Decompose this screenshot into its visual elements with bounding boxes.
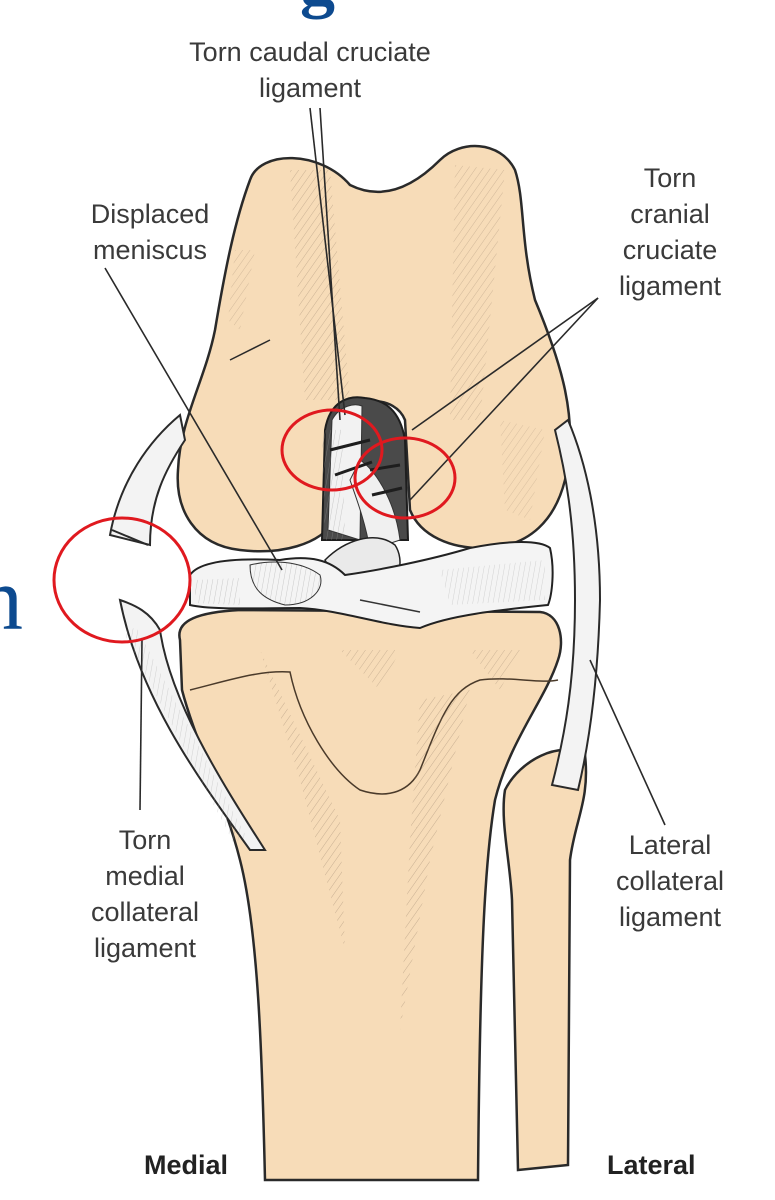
label-line: medial (105, 861, 185, 891)
torn-medial-collateral-ligament (108, 413, 267, 851)
label-torn-caudal-cruciate-ligament: Torn caudal cruciate ligament (160, 34, 460, 106)
label-line: meniscus (92, 235, 208, 265)
cropped-heading-glyph-left: n (0, 550, 23, 649)
pointer-lines (104, 107, 666, 826)
highlight-medial-collateral (52, 516, 192, 644)
label-line: ligament (93, 933, 197, 963)
label-line: Displaced (90, 199, 210, 229)
label-line: ligament (258, 73, 362, 103)
label-line: Lateral (628, 830, 712, 860)
label-line: cranial (630, 199, 710, 229)
label-line: collateral (615, 866, 725, 896)
label-line: cruciate (622, 235, 718, 265)
label-line: Torn (118, 825, 172, 855)
menisci (189, 541, 554, 630)
label-displaced-meniscus: Displaced meniscus (70, 196, 230, 268)
lateral-collateral-ligament (550, 418, 602, 792)
label-line: ligament (618, 271, 722, 301)
cropped-heading-glyph-top: g (300, 0, 335, 22)
highlight-cranial-cruciate (353, 436, 457, 520)
label-line: Torn (643, 163, 697, 193)
orientation-medial: Medial (144, 1150, 229, 1180)
label-torn-medial-collateral-ligament: Torn medial collateral ligament (70, 822, 220, 966)
fibula (502, 748, 588, 1172)
label-lateral-collateral-ligament: Lateral collateral ligament (595, 827, 745, 935)
orientation-lateral: Lateral (607, 1150, 696, 1180)
tibia (178, 608, 563, 1182)
label-line: Torn caudal cruciate (189, 37, 431, 67)
injury-highlights (52, 408, 457, 644)
label-line: ligament (618, 902, 722, 932)
label-line: collateral (90, 897, 200, 927)
label-torn-cranial-cruciate-ligament: Torn cranial cruciate ligament (595, 160, 745, 304)
highlight-caudal-cruciate (280, 408, 384, 492)
femur (176, 144, 572, 553)
